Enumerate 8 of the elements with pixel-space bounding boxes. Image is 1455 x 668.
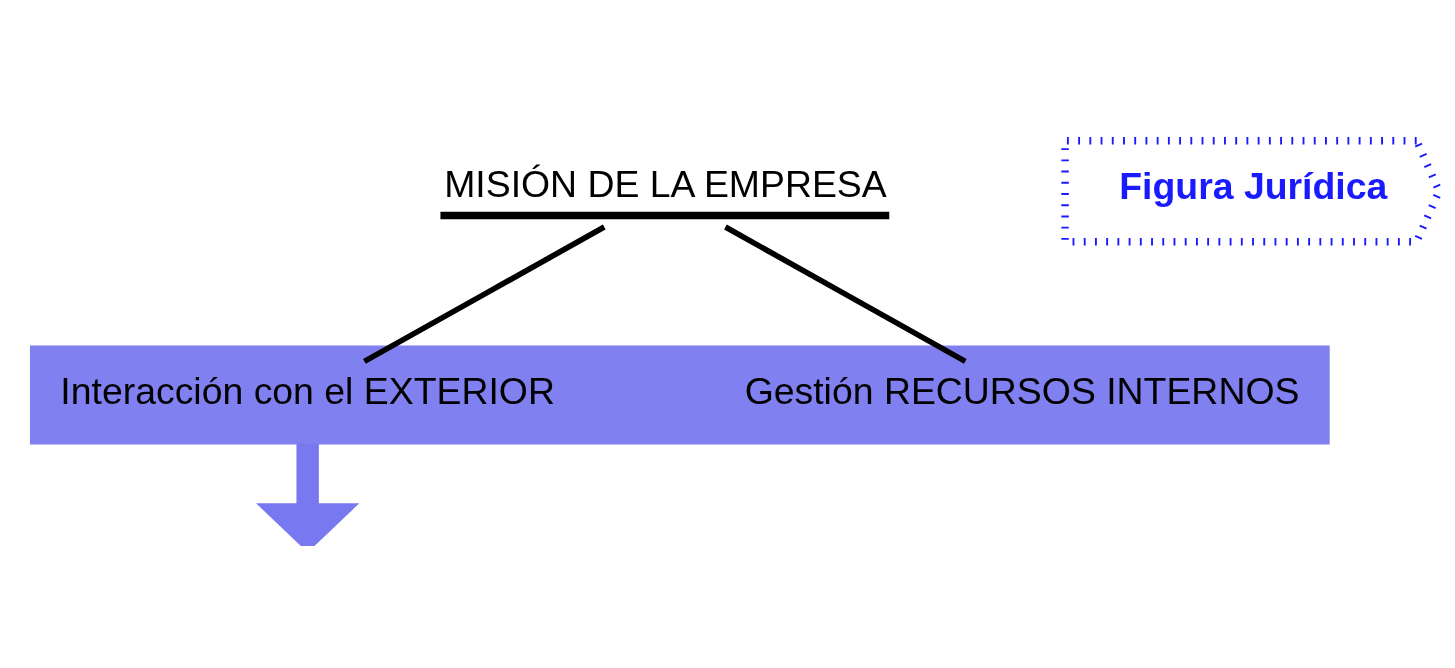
cluster	[29, 345, 1330, 445]
arrow	[256, 443, 360, 546]
connector	[724, 224, 967, 364]
node-label: MISIÓN DE LA EMPRESA	[444, 162, 887, 205]
node-box	[440, 211, 890, 220]
connector	[363, 224, 606, 364]
node-text: Gestión RECURSOS INTERNOS	[744, 370, 1300, 413]
node-text: Interacción con el EXTERIOR	[60, 370, 555, 413]
